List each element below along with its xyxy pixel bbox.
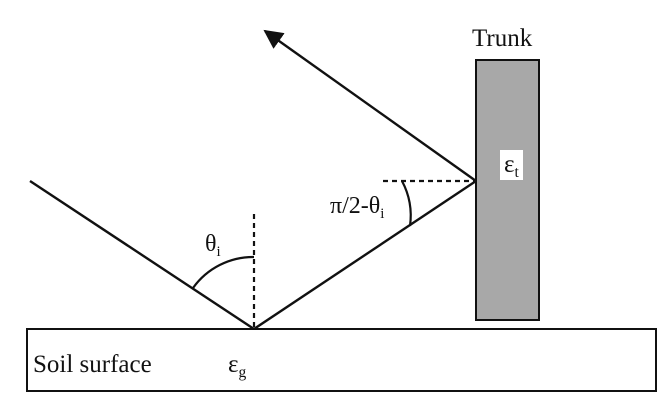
incident-angle-label: θi: [205, 231, 221, 259]
complement-subscript: i: [380, 205, 385, 222]
epsilon-g-symbol: ε: [228, 351, 239, 378]
ground-reflected-ray: [253, 180, 477, 330]
trunk-rect: [475, 59, 540, 321]
theta-subscript: i: [216, 243, 221, 260]
trunk-permittivity-label: εt: [500, 150, 523, 180]
soil-surface-box: [26, 328, 657, 392]
theta-angle-arc: [192, 255, 255, 289]
theta-symbol: θ: [205, 231, 217, 257]
trunk-label: Trunk: [472, 25, 533, 52]
trunk-reflected-ray: [263, 29, 477, 182]
complement-angle-arc: [401, 180, 412, 227]
incident-ray: [29, 179, 255, 331]
complement-prefix: π/2-θ: [330, 193, 381, 219]
epsilon-t-symbol: ε: [504, 151, 515, 178]
complement-angle-label: π/2-θi: [330, 193, 384, 221]
ground-permittivity-label: εg: [228, 351, 246, 380]
epsilon-t-subscript: t: [514, 163, 519, 181]
soil-surface-label: Soil surface: [33, 351, 152, 378]
epsilon-g-subscript: g: [238, 363, 247, 381]
